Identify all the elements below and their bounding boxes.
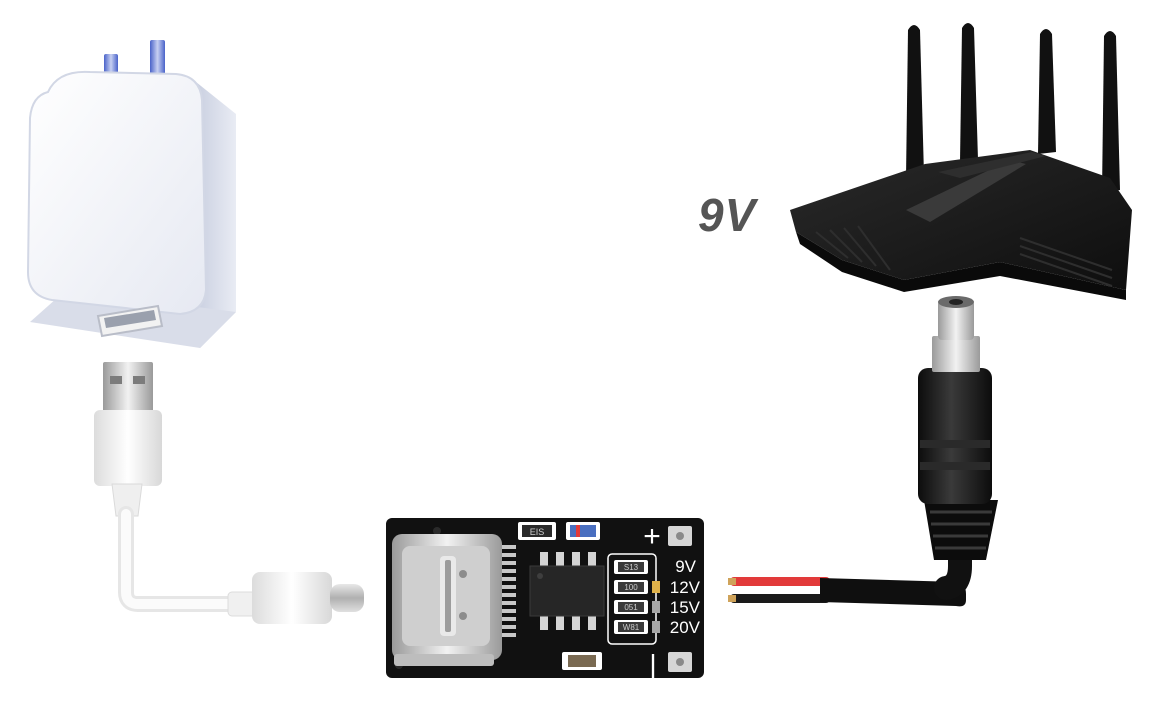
charger-usb-port [96, 304, 164, 338]
chip-marking: EIS [530, 527, 545, 537]
pad-code: 100 [624, 583, 638, 592]
voltage-label: 9V [675, 557, 696, 576]
pad-code: 051 [624, 603, 638, 612]
voltage-option-9v: S13 9V [614, 557, 697, 576]
board-chip-eis: EIS [518, 522, 556, 540]
plus-terminal-symbol: + [643, 520, 661, 553]
usb-a-plug-housing [94, 410, 162, 486]
pad-code: W81 [623, 623, 640, 632]
board-main-ic [529, 552, 605, 630]
voltage-label: 12V [670, 578, 701, 597]
red-wire [730, 577, 830, 586]
router-vents [815, 225, 1113, 287]
voltage-option-15v: 051 15V [614, 598, 701, 617]
usb-cable [94, 362, 364, 624]
voltage-label: 20V [670, 618, 701, 637]
voltage-option-12v: 100 12V [614, 578, 701, 597]
pad-code: S13 [624, 563, 639, 572]
output-voltage-label: 9V [698, 189, 757, 241]
board-capacitor [562, 652, 602, 670]
board-usb-c-receptacle [392, 534, 516, 666]
voltage-select-pads: S13 9V 100 12V 051 15V W81 [607, 553, 701, 645]
usb-a-metal-shell [103, 362, 153, 414]
usb-c-plug-housing [252, 572, 332, 624]
black-wire [730, 594, 830, 603]
router-antennas [906, 23, 1120, 192]
usb-pd-trigger-board: EIS [386, 518, 704, 680]
dc-barrel-plug [918, 296, 998, 560]
minus-terminal-symbol: | [649, 649, 656, 680]
usb-c-metal-tip [330, 584, 364, 612]
voltage-option-20v: W81 20V [614, 618, 701, 637]
usb-wall-charger [26, 40, 236, 348]
voltage-label: 15V [670, 598, 701, 617]
dc-output-cable [728, 508, 972, 607]
board-diode [566, 522, 600, 540]
wifi-router [790, 23, 1132, 300]
